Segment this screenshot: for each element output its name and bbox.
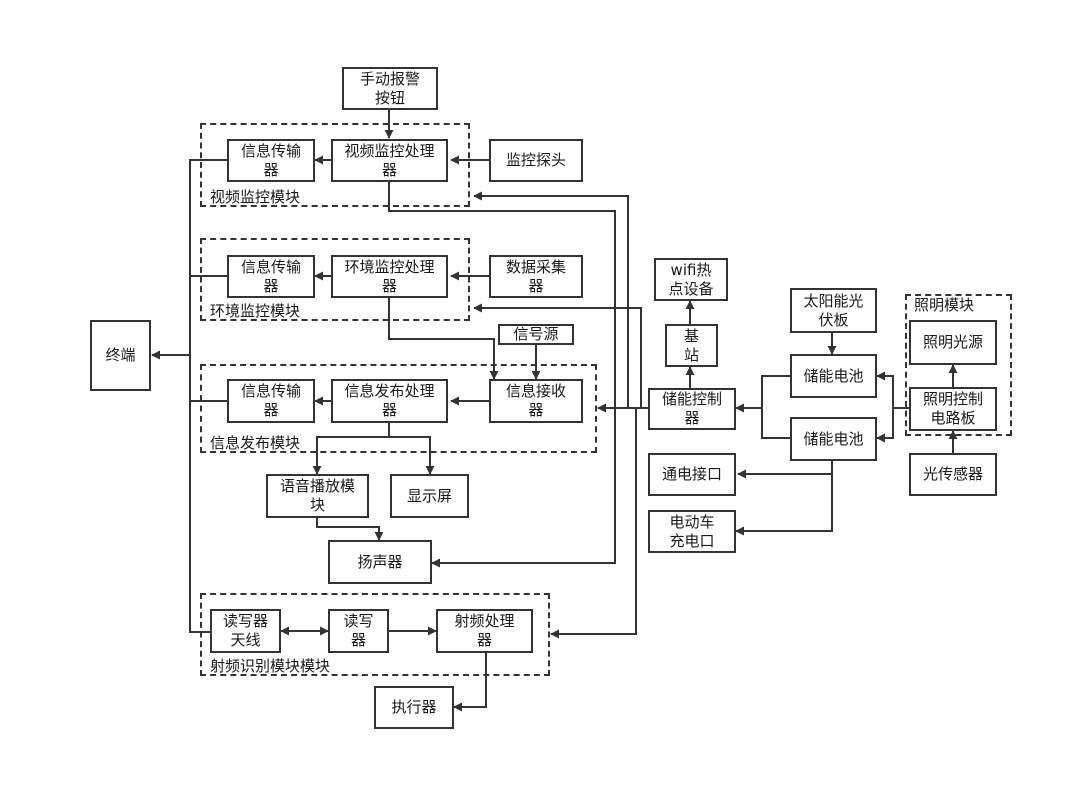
video-processor-box: 视频监控处理 器 xyxy=(331,139,448,182)
info-processor-box: 信息发布处理 器 xyxy=(331,379,448,423)
rfid-module-label: 射频识别模块模块 xyxy=(210,657,331,675)
wire-battery1-to-storage xyxy=(761,375,790,439)
wire-voice-to-speaker xyxy=(316,518,384,541)
signal-source-box: 信号源 xyxy=(498,324,574,345)
reader-antenna-box: 读写器 天线 xyxy=(210,609,281,653)
wire-storage-to-rfid xyxy=(550,408,637,639)
base-station-box: 基 站 xyxy=(665,324,718,367)
light-control-board-box: 照明控制 电路板 xyxy=(909,387,997,431)
wire-storage-to-video-proc xyxy=(473,191,629,408)
reader-box: 读写 器 xyxy=(328,609,389,653)
video-module-group xyxy=(200,123,470,207)
wire-video-proc-to-info-area xyxy=(388,182,616,408)
display-box: 显示屏 xyxy=(390,474,469,518)
wire-light-ctrl-to-battery2 xyxy=(876,408,894,443)
terminal-box: 终端 xyxy=(90,320,151,391)
data-collector-box: 数据采集 器 xyxy=(489,255,583,298)
light-sensor-box: 光传感器 xyxy=(909,453,997,496)
info-receiver-box: 信息接收 器 xyxy=(489,379,583,423)
rfid-module-group xyxy=(200,593,550,676)
wire-battery2-to-power-port xyxy=(737,461,833,479)
wire-storage-to-speaker xyxy=(431,408,616,568)
wire-info-proc-to-display xyxy=(389,436,435,475)
camera-box: 监控探头 xyxy=(489,139,583,182)
info-module-group xyxy=(200,364,597,453)
actuator-box: 执行器 xyxy=(374,686,454,729)
solar-panel-box: 太阳能光 伏板 xyxy=(790,288,877,333)
lighting-module-group xyxy=(905,294,1012,436)
info-module-label: 信息发布模块 xyxy=(210,434,301,452)
env-processor-box: 环境监控处理 器 xyxy=(331,255,448,298)
env-transmitter-box: 信息传输 器 xyxy=(227,255,315,298)
voice-module-box: 语音播放模 块 xyxy=(266,474,369,518)
speaker-box: 扬声器 xyxy=(328,540,432,584)
wire-info-proc-to-voice xyxy=(312,423,390,475)
wire-storage-to-env-proc xyxy=(473,303,642,408)
battery-1-box: 储能电池 xyxy=(790,354,877,398)
ev-charging-port-box: 电动车 充电口 xyxy=(648,510,736,553)
wire-rf-proc-to-actuator xyxy=(453,653,487,712)
light-source-box: 照明光源 xyxy=(909,320,997,365)
power-port-box: 通电接口 xyxy=(648,453,736,496)
battery-2-box: 储能电池 xyxy=(790,417,877,461)
wire-env-proc-to-rx xyxy=(388,298,499,380)
lighting-module-label: 照明模块 xyxy=(914,296,975,314)
wire-light-ctrl-to-batteries xyxy=(876,371,909,409)
video-module-label: 视频监控模块 xyxy=(210,188,301,206)
manual-alarm-button-box: 手动报警 按钮 xyxy=(342,67,438,110)
wifi-hotspot-box: wifi热 点设备 xyxy=(654,258,728,301)
env-module-label: 环境监控模块 xyxy=(210,302,301,320)
rf-processor-box: 射频处理 器 xyxy=(436,609,533,653)
wire-battery2-to-ev-port xyxy=(735,474,833,536)
info-transmitter-box: 信息传输 器 xyxy=(227,379,315,423)
env-module-group xyxy=(200,238,470,321)
storage-controller-box: 储能控制 器 xyxy=(648,388,736,430)
video-transmitter-box: 信息传输 器 xyxy=(227,139,315,182)
